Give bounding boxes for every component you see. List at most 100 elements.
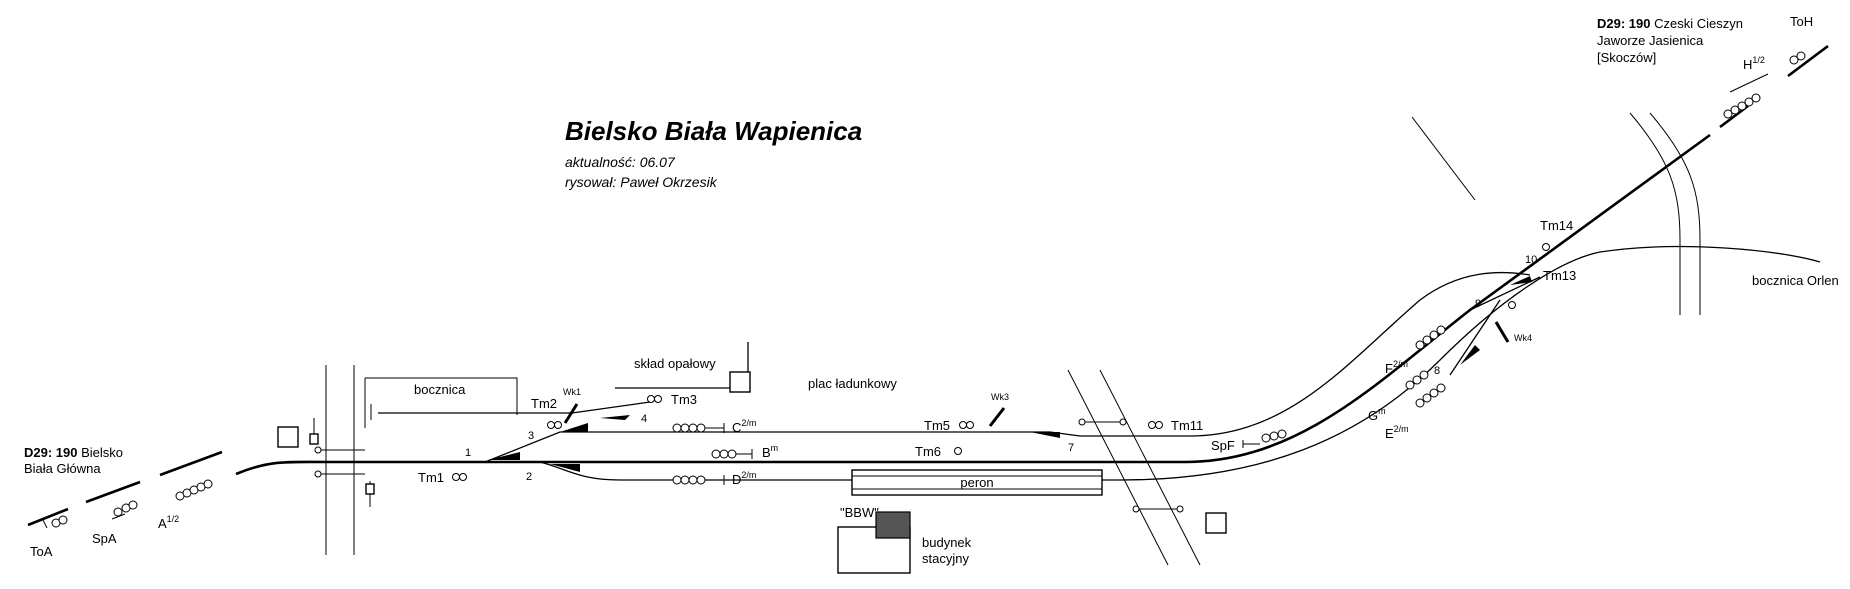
siding-label: bocznica	[414, 382, 466, 397]
main-line	[27, 44, 1829, 527]
west-direction: D29: 190 Bielsko Biała Główna	[24, 445, 123, 476]
station-building-hatched	[875, 511, 911, 539]
svg-text:D29: 190 Czeski Cieszyn: D29: 190 Czeski Cieszyn	[1597, 16, 1743, 31]
signal-spf-label: SpF	[1211, 438, 1235, 453]
signal-b-sup: m	[771, 443, 779, 453]
signal-tm6: Tm6	[915, 444, 962, 459]
signal-tm5: Tm5	[924, 418, 974, 433]
east-destination-1: Czeski Cieszyn	[1654, 16, 1743, 31]
svg-text:A1/2: A1/2	[158, 514, 179, 531]
crossing-wk3: Wk3	[988, 392, 1009, 427]
signal-b-label: B	[762, 445, 771, 460]
switch-9: 9	[1475, 298, 1481, 310]
platform-label: peron	[960, 475, 993, 490]
signal-tm1: Tm1	[418, 470, 467, 485]
author-credit: rysował: Paweł Okrzesik	[565, 174, 718, 190]
signal-c-sup: 2/m	[741, 418, 756, 428]
signal-e-sup: 2/m	[1394, 424, 1409, 434]
svg-text:Gm: Gm	[1368, 406, 1386, 423]
signal-c-label: C	[732, 420, 741, 435]
signal-spa: SpA	[92, 500, 138, 546]
signal-a-label: A	[158, 516, 167, 531]
west-destination-1: Bielsko	[81, 445, 123, 460]
loading-yard-label: plac ładunkowy	[808, 376, 897, 391]
crossing-wk1: Wk1	[563, 387, 581, 424]
orlen-siding-label: bocznica Orlen	[1752, 273, 1839, 288]
crossing-wk3-label: Wk3	[991, 392, 1009, 402]
east-destination-3: [Skoczów]	[1597, 50, 1656, 65]
signal-spa-label: SpA	[92, 531, 117, 546]
signal-tm13-label: Tm13	[1543, 268, 1576, 283]
crossing-wk4: Wk4	[1494, 321, 1532, 343]
diagram-title: Bielsko Biała Wapienica	[565, 116, 862, 146]
signal-g-sup: m	[1378, 406, 1386, 416]
svg-text:C2/m: C2/m	[732, 418, 756, 435]
crossing-wk1-label: Wk1	[563, 387, 581, 397]
signal-spf: SpF	[1211, 429, 1287, 453]
east-line-number: D29: 190	[1597, 16, 1650, 31]
signal-c: C2/m	[672, 418, 756, 435]
signal-d-label: D	[732, 472, 741, 487]
svg-text:D29: 190 Bielsko: D29: 190 Bielsko	[24, 445, 123, 460]
signal-tm3: Tm3	[647, 392, 697, 407]
signal-tm5-label: Tm5	[924, 418, 950, 433]
signal-tm14: Tm14	[1540, 218, 1573, 251]
signal-h: H1/2	[1723, 55, 1769, 119]
east-destination-2: Jaworze Jasienica	[1597, 33, 1704, 48]
signal-d-sup: 2/m	[741, 470, 756, 480]
signal-tm2: Tm2	[531, 396, 562, 429]
switch-numbers: 1 2 3 4 7 8 9 10	[465, 254, 1537, 483]
switch-7: 7	[1068, 442, 1074, 454]
signal-toa: ToA	[30, 515, 68, 559]
east-direction: D29: 190 Czeski Cieszyn Jaworze Jasienic…	[1597, 16, 1743, 65]
svg-text:F2/m: F2/m	[1385, 359, 1408, 376]
signal-f-sup: 2/m	[1393, 359, 1408, 369]
building-west	[277, 426, 299, 448]
west-destination-2: Biała Główna	[24, 461, 101, 476]
signal-g-label: G	[1368, 408, 1378, 423]
west-line-number: D29: 190	[24, 445, 77, 460]
signal-h-label: H	[1743, 57, 1752, 72]
building-east	[1205, 512, 1227, 534]
switch-wedges	[488, 276, 1532, 472]
signal-tm11: Tm11	[1148, 418, 1203, 433]
signal-tm3-label: Tm3	[671, 392, 697, 407]
fuel-store-label: skład opałowy	[634, 356, 716, 371]
switch-3: 3	[528, 430, 534, 442]
switch-1: 1	[465, 447, 471, 459]
switch-10: 10	[1525, 254, 1537, 266]
signal-f: F2/m	[1385, 325, 1446, 376]
signal-tm1-label: Tm1	[418, 470, 444, 485]
switch-8: 8	[1434, 365, 1440, 377]
signal-g: Gm	[1368, 370, 1429, 423]
road-signs	[309, 418, 1184, 513]
crossing-wk4-label: Wk4	[1514, 333, 1532, 343]
signal-b: Bm	[711, 443, 779, 460]
platform	[851, 469, 1103, 496]
signal-tm14-label: Tm14	[1540, 218, 1573, 233]
svg-text:E2/m: E2/m	[1385, 424, 1409, 441]
signal-tm13: Tm13	[1508, 268, 1576, 309]
signal-d: D2/m	[672, 470, 756, 487]
switch-2: 2	[526, 471, 532, 483]
station-building-label-1: budynek	[922, 535, 972, 550]
signal-tm2-label: Tm2	[531, 396, 557, 411]
signal-a-sup: 1/2	[167, 514, 180, 524]
signal-e-label: E	[1385, 426, 1394, 441]
signal-tm11-label: Tm11	[1171, 418, 1203, 433]
signal-a: A1/2	[158, 479, 213, 531]
signal-toh: ToH	[1789, 14, 1813, 65]
updated-date: aktualność: 06.07	[565, 154, 676, 170]
road-crossings	[325, 116, 1476, 566]
signal-toa-label: ToA	[30, 544, 53, 559]
signal-h-sup: 1/2	[1752, 55, 1765, 65]
svg-text:H1/2: H1/2	[1743, 55, 1765, 72]
signal-e: E2/m	[1385, 383, 1446, 441]
signal-tm6-label: Tm6	[915, 444, 941, 459]
svg-text:D2/m: D2/m	[732, 470, 756, 487]
switch-4: 4	[641, 413, 647, 425]
station-building-code: "BBW"	[840, 505, 879, 520]
station-building-label-2: stacyjny	[922, 551, 969, 566]
building-fuel-store	[729, 371, 751, 393]
